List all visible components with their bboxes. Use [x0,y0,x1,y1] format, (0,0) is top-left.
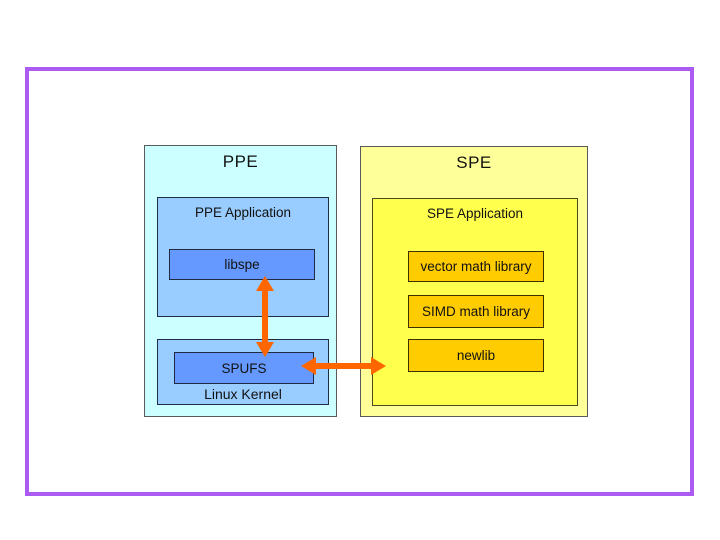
libspe-box: libspe [169,249,315,280]
newlib-box: newlib [408,339,544,372]
ppe-title: PPE [222,152,259,171]
ppe-application-label: PPE Application [194,205,292,220]
newlib-label: newlib [456,348,496,363]
spufs-box: SPUFS [174,352,314,384]
ppe-container-box: PPE PPE Application libspe SPUFS Linux K… [144,145,337,417]
spe-title: SPE [456,153,492,172]
spe-container-box: SPE SPE Application vector math library … [360,146,588,417]
ppe-application-box: PPE Application libspe [157,197,329,317]
libspe-label: libspe [224,257,260,272]
spe-application-label: SPE Application [426,206,524,221]
spufs-label: SPUFS [221,360,267,376]
simd-math-library-box: SIMD math library [408,295,544,328]
vector-math-library-box: vector math library [408,251,544,282]
slide-border-frame [25,67,694,496]
spe-application-box: SPE Application vector math library SIMD… [372,198,578,406]
linux-kernel-box: SPUFS Linux Kernel [157,339,329,405]
linux-kernel-label: Linux Kernel [204,386,282,402]
vector-math-library-label: vector math library [420,259,532,274]
simd-math-library-label: SIMD math library [421,304,531,319]
